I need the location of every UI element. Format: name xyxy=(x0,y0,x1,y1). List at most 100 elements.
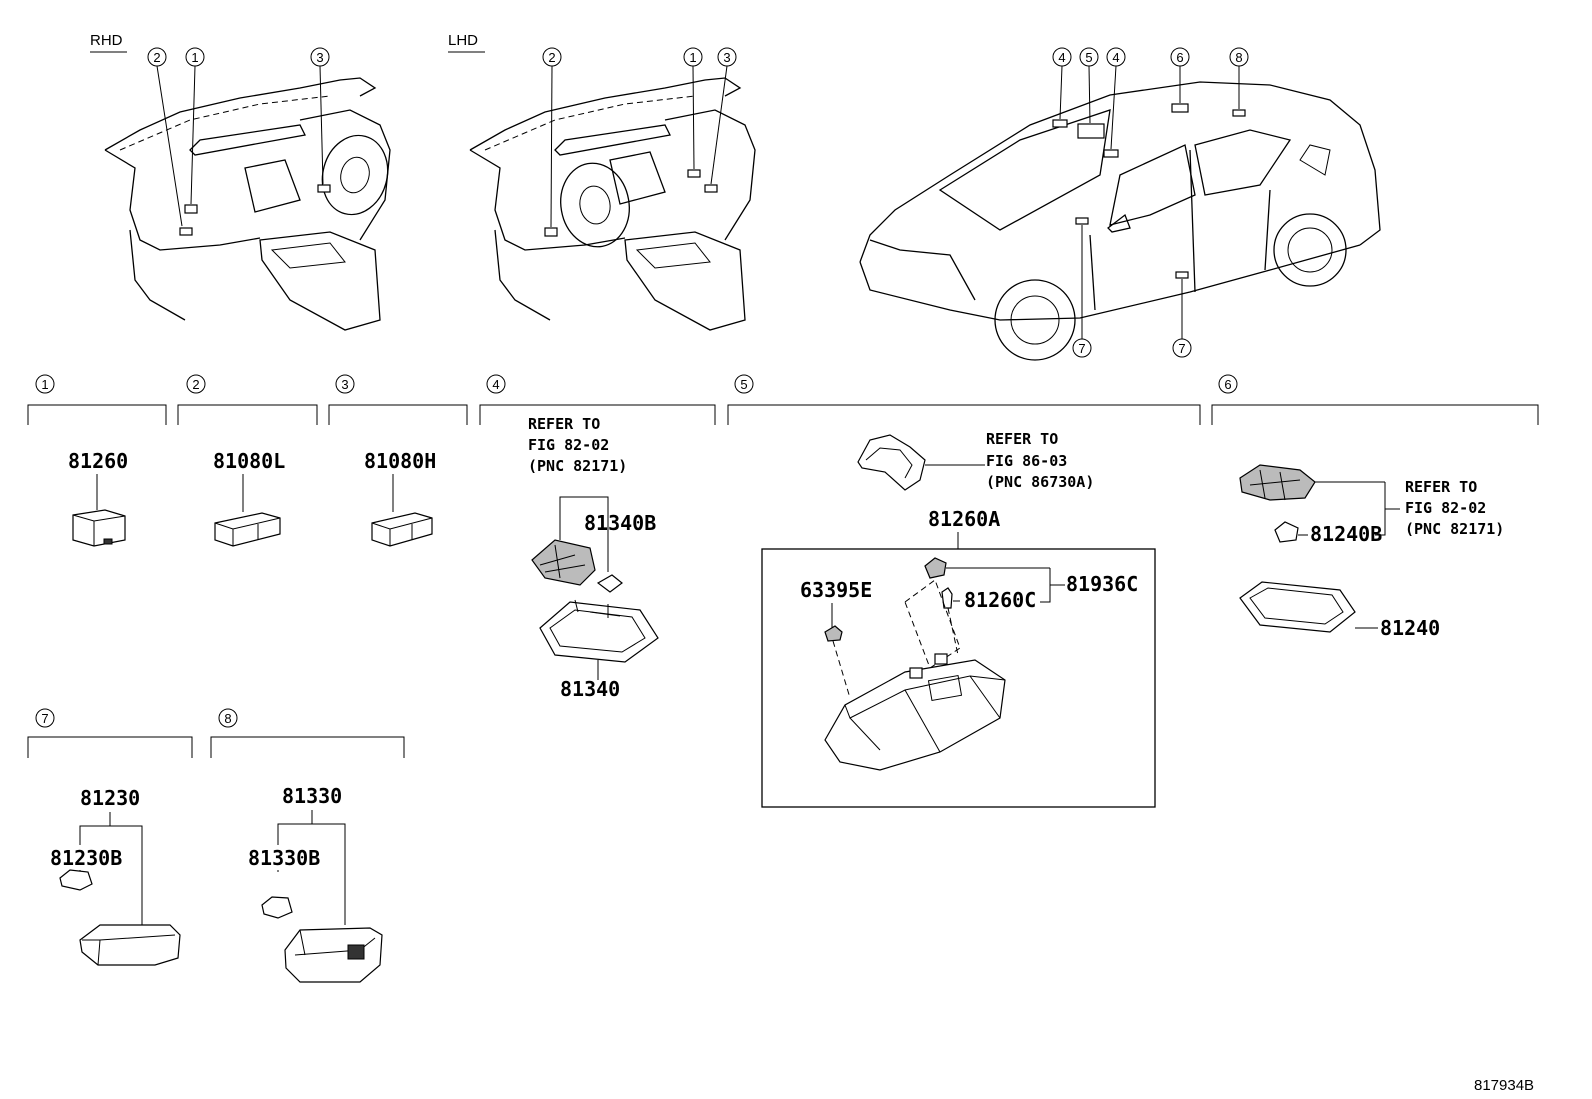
section-5-housing-lens xyxy=(927,674,963,702)
lhd-center-console xyxy=(624,231,746,331)
car-lamp-7b xyxy=(1175,271,1189,279)
car-lamp-5 xyxy=(1077,123,1105,139)
rhd-callout-2-text: 2 xyxy=(153,50,160,65)
rhd-lamp-2 xyxy=(179,227,193,236)
lhd-dash-top xyxy=(469,77,742,151)
section-2-marker xyxy=(186,374,206,394)
car-leader-5 xyxy=(1088,65,1091,124)
section-8-marker xyxy=(218,708,238,728)
section-2-bracket xyxy=(177,404,318,425)
section-5-ref-line1: REFER TO xyxy=(986,430,1058,448)
section-4-marker xyxy=(486,374,506,394)
car-callout-6-text: 6 xyxy=(1176,50,1183,65)
rhd-center-console xyxy=(259,231,381,331)
section-4-ref-bracket xyxy=(559,496,609,572)
car-callout-7b-text: 7 xyxy=(1178,341,1185,356)
section-5-mic-bracket xyxy=(857,434,926,491)
lhd-lamp-1 xyxy=(687,169,701,178)
section-6-bracket xyxy=(1211,404,1539,425)
section-4-ref-line2: FIG 82-02 xyxy=(528,436,609,454)
rhd-callout-3-text: 3 xyxy=(316,50,323,65)
rhd-leader-2 xyxy=(156,65,183,227)
section-8-bracket xyxy=(210,736,405,758)
car-windshield xyxy=(938,109,1111,231)
rhd-dashboard-view: RHD 2 1 3 xyxy=(90,32,391,331)
car-lamp-8 xyxy=(1232,109,1246,117)
section-5-ref-line2: FIG 86-03 xyxy=(986,452,1067,470)
section-7-number: 7 xyxy=(41,711,48,726)
car-lamp-7a xyxy=(1075,217,1089,225)
car-door-pillar xyxy=(1189,149,1196,293)
section-5-housing-edges xyxy=(844,675,1006,753)
lhd-lamp-2 xyxy=(544,227,558,237)
section-5-housing-socket-a xyxy=(909,667,923,679)
lhd-meter-hood xyxy=(554,124,671,156)
part-81230B-bulb xyxy=(59,869,93,891)
rhd-lamp-3 xyxy=(317,184,331,193)
part-81340-lens xyxy=(549,609,646,653)
part-81080L-lamp xyxy=(214,512,281,547)
part-81230-label: 81230 xyxy=(80,786,140,810)
section-5-guide-lines xyxy=(904,579,961,669)
lhd-console-tray xyxy=(635,242,711,269)
car-rear-wheel xyxy=(1273,213,1347,287)
section-3-marker xyxy=(335,374,355,394)
rhd-meter-hood xyxy=(189,124,306,156)
section-8-number: 8 xyxy=(224,711,231,726)
section-5-housing-socket-b xyxy=(934,653,948,665)
lhd-steering-hub xyxy=(579,185,611,225)
section-5-number: 5 xyxy=(740,377,747,392)
section-7-marker xyxy=(35,708,55,728)
part-81240B-bulb xyxy=(1274,521,1299,543)
section-5-bracket xyxy=(727,404,1201,425)
rhd-label: RHD xyxy=(90,32,123,49)
car-headlamp-line xyxy=(869,239,976,301)
section-1-number: 1 xyxy=(41,377,48,392)
rhd-dash-left xyxy=(104,149,261,251)
part-81936C-bracket xyxy=(1040,568,1051,603)
lhd-leader-3 xyxy=(710,65,728,185)
part-81330B-bulb xyxy=(261,896,293,919)
lhd-lamp-3 xyxy=(704,184,718,193)
part-81240B-label: 81240B xyxy=(1310,522,1382,546)
part-81260-label: 81260 xyxy=(68,449,128,473)
part-81240-label: 81240 xyxy=(1380,616,1440,640)
part-81260C-label: 81260C xyxy=(964,588,1036,612)
lhd-dash-left xyxy=(469,149,626,251)
part-81260C-bulb xyxy=(941,587,953,609)
part-63395E-guide xyxy=(832,640,851,699)
section-6-ref-line1: REFER TO xyxy=(1405,478,1477,496)
part-81230-bracket xyxy=(79,825,143,925)
car-front-window xyxy=(1109,144,1196,226)
section-4-ref-line1: REFER TO xyxy=(528,415,600,433)
section-4-ref-line3: (PNC 82171) xyxy=(528,457,627,475)
section-4-socket-detail xyxy=(539,544,586,579)
part-63395E-label: 63395E xyxy=(800,578,872,602)
part-81330B-label: 81330B xyxy=(248,846,320,870)
car-leader-4b xyxy=(1110,65,1117,150)
car-callout-4b-text: 4 xyxy=(1112,50,1119,65)
part-81936C-label: 81936C xyxy=(1066,572,1138,596)
section-1-marker xyxy=(35,374,55,394)
figure-id: 817934B xyxy=(1474,1077,1534,1094)
section-5-bulb-guide xyxy=(947,607,959,656)
section-4-socket xyxy=(531,539,596,586)
part-81340-label: 81340 xyxy=(560,677,620,701)
car-rear-hub xyxy=(1287,227,1333,273)
car-lamp-4b xyxy=(1103,149,1119,158)
part-81080H-lamp xyxy=(371,512,433,547)
section-6-ref-bracket xyxy=(1375,482,1386,536)
part-63395E-clip xyxy=(824,625,843,642)
part-81230-edges xyxy=(82,934,176,966)
lhd-callout-3-text: 3 xyxy=(723,50,730,65)
car-front-hub xyxy=(1010,295,1060,345)
rhd-center-display xyxy=(244,159,301,213)
rhd-lamp-1 xyxy=(184,204,198,214)
car-callout-4a-text: 4 xyxy=(1058,50,1065,65)
section-8: 81330 81330B xyxy=(248,784,383,983)
rhd-leader-3 xyxy=(319,65,324,185)
section-6: REFER TO FIG 82-02 (PNC 82171) 81240B 81… xyxy=(1239,464,1504,640)
car-fuel-lid xyxy=(1299,144,1331,176)
part-81260A-box xyxy=(761,548,1156,808)
